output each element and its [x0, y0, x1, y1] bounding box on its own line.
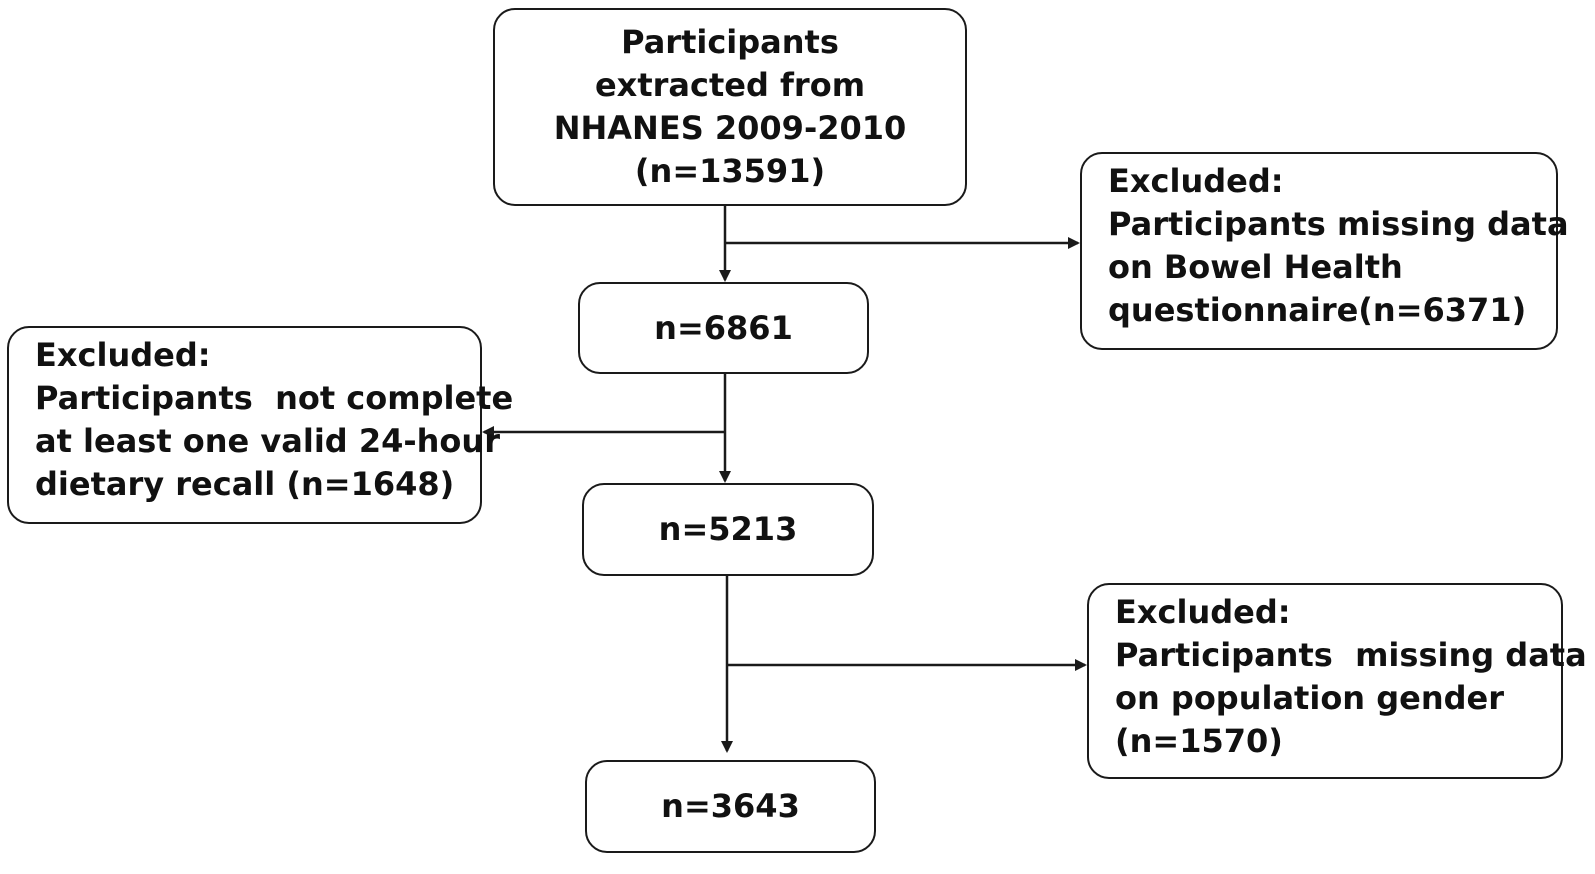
- exclusion-box-gender: Excluded: Participants missing data on p…: [1087, 583, 1587, 779]
- exclusion-box-bowel-health: Excluded: Participants missing data on B…: [1080, 152, 1569, 350]
- source-line-4: (n=13591): [634, 152, 826, 190]
- step-box-1: n=6861: [578, 282, 869, 374]
- exclusion-box-dietary-recall: Excluded: Participants not complete at l…: [7, 326, 514, 524]
- step-box-final: n=3643: [585, 760, 876, 853]
- step-3-count: n=3643: [661, 787, 800, 825]
- step-1-count: n=6861: [654, 308, 793, 347]
- source-line-2: extracted from: [594, 66, 866, 104]
- step-box-2: n=5213: [582, 483, 874, 576]
- exclusion-1-line-2: Participants missing data: [1108, 205, 1569, 243]
- exclusion-3-line-4: (n=1570): [1115, 722, 1283, 760]
- source-participants-box: Participants extracted from NHANES 2009-…: [493, 8, 967, 206]
- source-line-3: NHANES 2009-2010: [553, 109, 907, 147]
- exclusion-3-line-3: on population gender: [1115, 679, 1504, 717]
- exclusion-2-line-2: Participants not complete: [35, 379, 514, 417]
- step-2-count: n=5213: [658, 510, 798, 548]
- source-line-1: Participants: [621, 23, 839, 61]
- exclusion-3-line-2: Participants missing data: [1115, 636, 1587, 674]
- exclusion-1-line-3: on Bowel Health: [1108, 248, 1403, 286]
- exclusion-3-heading: Excluded:: [1115, 593, 1291, 631]
- exclusion-2-line-3: at least one valid 24-hour: [35, 422, 500, 460]
- exclusion-1-line-4: questionnaire(n=6371): [1108, 291, 1527, 329]
- exclusion-2-line-4: dietary recall (n=1648): [35, 465, 455, 503]
- exclusion-2-heading: Excluded:: [35, 336, 211, 374]
- exclusion-1-heading: Excluded:: [1108, 162, 1284, 200]
